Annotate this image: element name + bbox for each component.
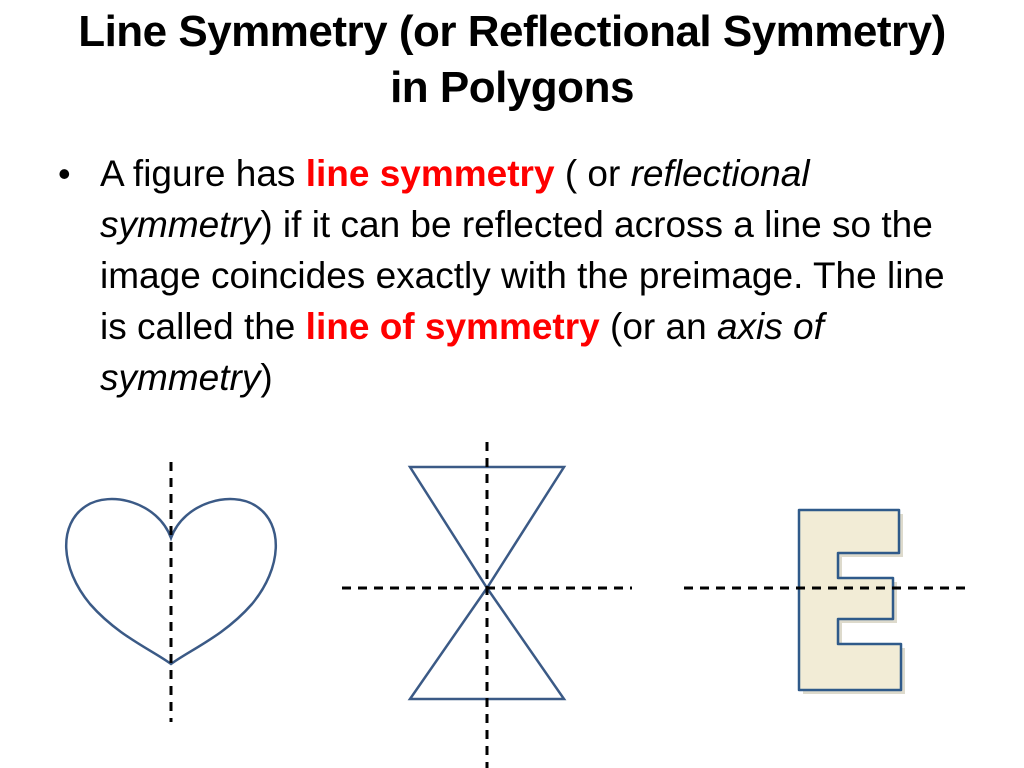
text-segment: ( or — [554, 153, 631, 194]
text-segment: ) — [260, 357, 273, 398]
definition-text: A figure has line symmetry ( or reflecti… — [100, 148, 958, 403]
hourglass-figure — [342, 442, 632, 768]
bullet-dot-icon: • — [58, 153, 71, 194]
title-line-1: Line Symmetry (or Reflectional Symmetry) — [78, 7, 946, 56]
term-line-symmetry: line symmetry — [305, 153, 555, 194]
heart-figure — [65, 462, 277, 722]
text-segment: (or an — [599, 306, 717, 347]
term-line-of-symmetry: line of symmetry — [305, 306, 600, 347]
definition-bullet: • A figure has line symmetry ( or reflec… — [58, 148, 958, 403]
title-line-2: in Polygons — [390, 63, 634, 112]
slide-title: Line Symmetry (or Reflectional Symmetry)… — [0, 4, 1024, 116]
letter-e-shape — [797, 508, 903, 692]
term-axis-of-symmetry: axis of symmetry — [100, 306, 824, 398]
term-reflectional-symmetry: reflectional symmetry — [100, 153, 810, 245]
text-segment: A figure has — [100, 153, 306, 194]
letter-e-figure — [684, 508, 972, 694]
heart-icon — [65, 497, 277, 666]
text-segment: ) if it can be reflected across a line s… — [100, 204, 945, 347]
